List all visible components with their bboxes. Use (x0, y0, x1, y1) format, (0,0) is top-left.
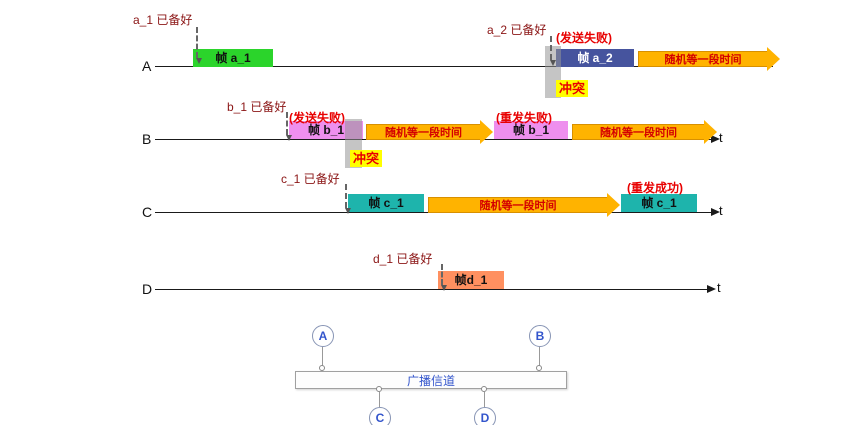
random-wait-label-c: 随机等一段时间 (479, 200, 557, 212)
send-fail-label-b: (发送失败) (289, 111, 345, 125)
station-label-c: C (142, 204, 153, 220)
network-node-b-label: B (535, 329, 545, 343)
random-wait-arrow-b1: 随机等一段时间 (366, 120, 493, 144)
random-wait-arrow-a-shaft: 随机等一段时间 (638, 51, 768, 67)
frame-c1-first: 帧 c_1 (348, 194, 424, 212)
axis-label-b: t (719, 130, 723, 145)
axis-label-c: t (719, 203, 723, 218)
network-node-c: C (369, 407, 391, 425)
station-label-b: B (142, 131, 152, 147)
broadcast-bus-label: 广播信道 (406, 373, 455, 388)
link-b (539, 347, 540, 366)
tap-b-icon (536, 365, 542, 371)
tap-c-icon (376, 386, 382, 392)
random-wait-label-b2: 随机等一段时间 (600, 127, 677, 139)
network-node-b: B (529, 325, 551, 347)
random-wait-arrow-b2-shaft: 随机等一段时间 (572, 124, 705, 140)
network-node-a-label: A (318, 329, 328, 343)
ready-arrow-a1-icon (196, 27, 202, 64)
link-a (322, 347, 323, 366)
random-wait-arrow-c-shaft: 随机等一段时间 (428, 197, 608, 213)
send-fail-label-a: (发送失败) (556, 31, 612, 45)
network-node-a: A (312, 325, 334, 347)
ready-label-a1: a_1 已备好 (133, 13, 193, 27)
ready-label-b1: b_1 已备好 (227, 100, 287, 114)
collision-label-a: 冲突 (556, 80, 589, 97)
arrow-head-icon (607, 193, 620, 217)
frame-d1: 帧d_1 (438, 271, 504, 289)
ready-label-c1: c_1 已备好 (281, 172, 340, 186)
broadcast-bus: 广播信道 (295, 371, 567, 389)
network-node-d: D (474, 407, 496, 425)
tap-a-icon (319, 365, 325, 371)
link-c (379, 392, 380, 407)
arrow-head-icon (704, 120, 717, 144)
frame-a2: 帧 a_2 (556, 49, 634, 67)
link-d (484, 392, 485, 407)
resend-success-label-c: (重发成功) (627, 181, 683, 195)
frame-a1: 帧 a_1 (193, 49, 273, 67)
random-wait-label-b1: 随机等一段时间 (385, 127, 462, 139)
axis-label-d: t (717, 280, 721, 295)
network-node-c-label: C (375, 411, 385, 425)
ready-arrow-b1-icon (286, 112, 292, 141)
collision-label-b: 冲突 (350, 150, 383, 167)
random-wait-arrow-c: 随机等一段时间 (428, 193, 620, 217)
random-wait-label-a: 随机等一段时间 (664, 54, 742, 66)
timeline-a (155, 66, 773, 67)
random-wait-arrow-b2: 随机等一段时间 (572, 120, 717, 144)
network-node-d-label: D (480, 411, 490, 425)
station-label-d: D (142, 281, 153, 297)
random-wait-arrow-b1-shaft: 随机等一段时间 (366, 124, 481, 140)
tap-d-icon (481, 386, 487, 392)
frame-b1-first: 帧 b_1 (289, 121, 363, 139)
frame-b1-retry: 帧 b_1 (494, 121, 568, 139)
random-wait-arrow-a: 随机等一段时间 (638, 47, 780, 71)
timeline-d (155, 285, 716, 293)
ready-label-d1: d_1 已备好 (373, 252, 433, 266)
station-label-a: A (142, 58, 152, 74)
arrow-head-icon (767, 47, 780, 71)
ready-arrow-c1-icon (345, 184, 351, 214)
ready-label-a2: a_2 已备好 (487, 23, 547, 37)
arrow-head-icon (480, 120, 493, 144)
resend-fail-label-b: (重发失败) (496, 111, 552, 125)
frame-c1-retry: 帧 c_1 (621, 194, 697, 212)
ready-arrow-a2-icon (550, 36, 556, 66)
ready-arrow-d1-icon (441, 264, 447, 291)
